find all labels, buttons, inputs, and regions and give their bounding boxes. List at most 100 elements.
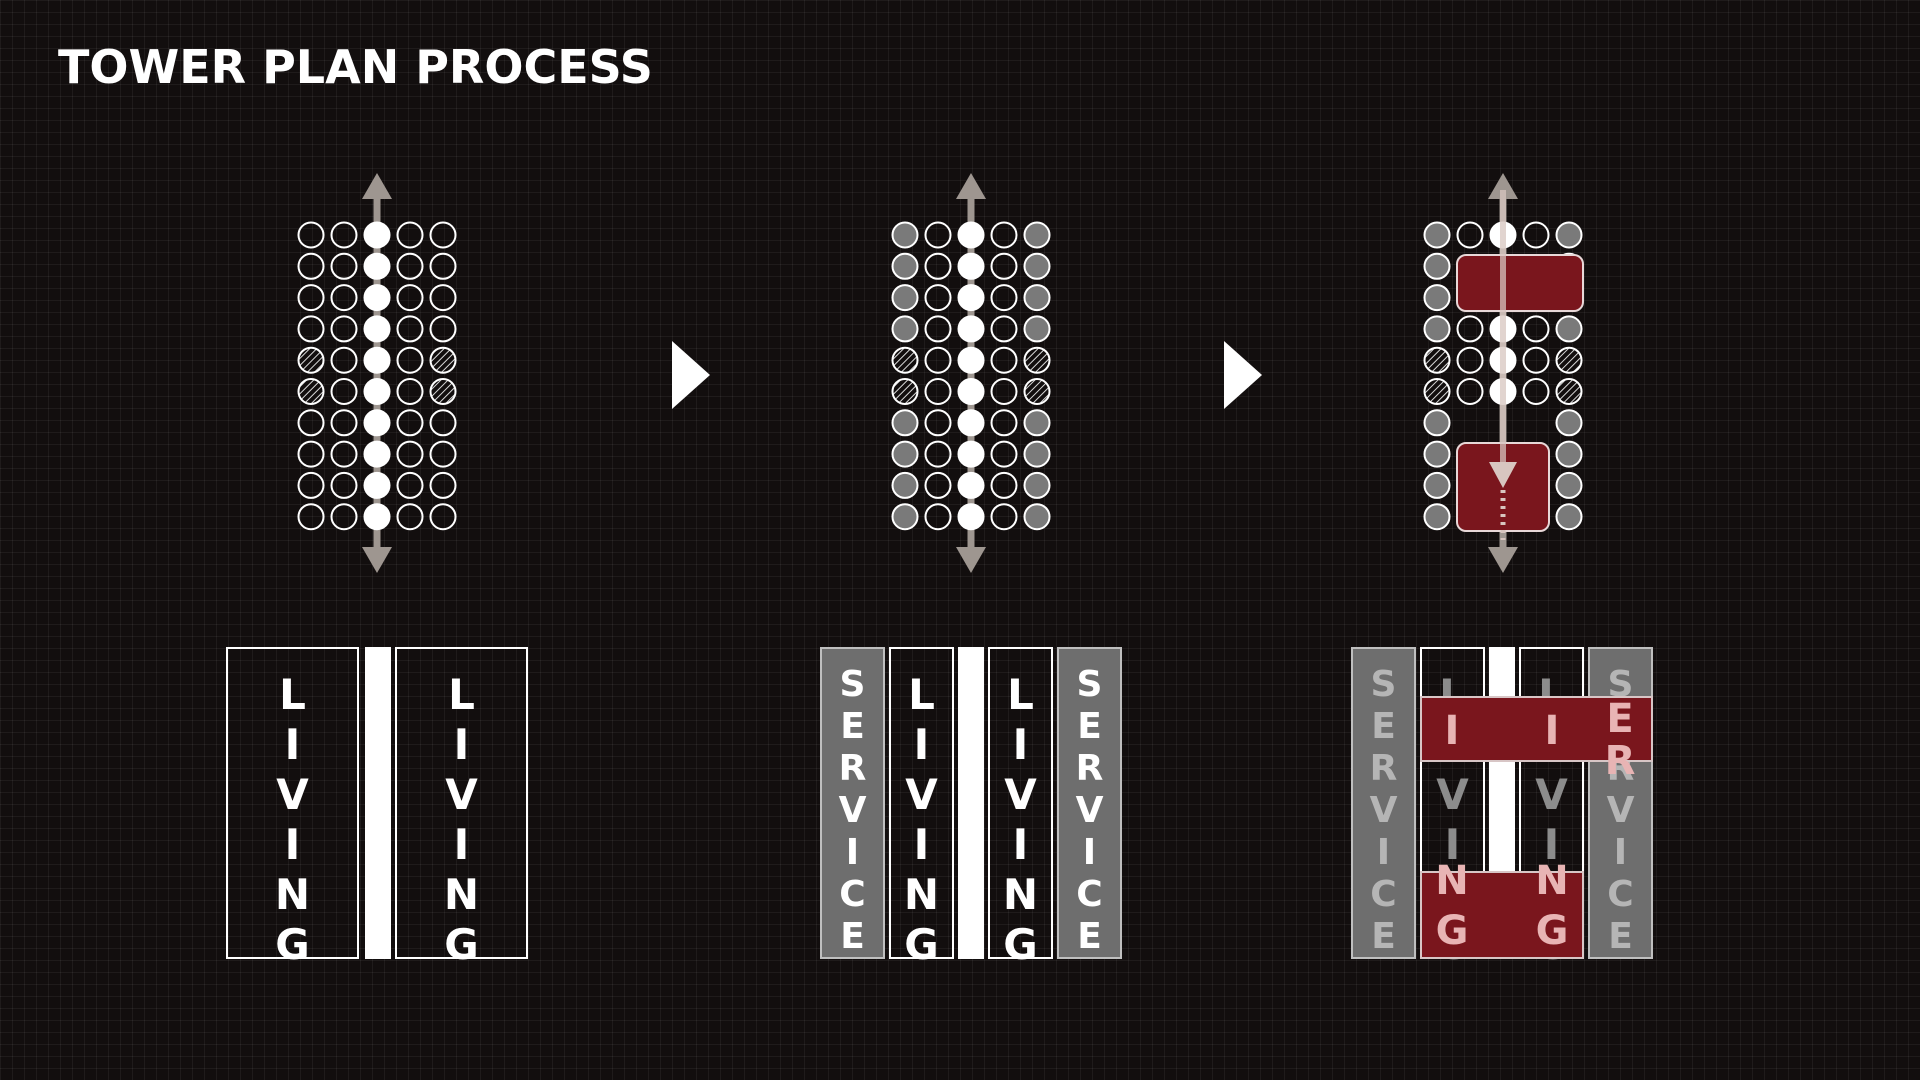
unit-dot-grid	[1423, 221, 1583, 531]
strip-letter: I	[914, 820, 930, 869]
unit-dot	[957, 346, 985, 374]
unit-dot	[1423, 346, 1451, 374]
unit-dot	[330, 284, 358, 312]
unit-dot	[396, 315, 424, 343]
strip-letter: I	[1614, 832, 1627, 873]
overlay-letter: I	[1545, 708, 1560, 754]
strip-letter: V	[1436, 770, 1469, 819]
unit-dot	[396, 409, 424, 437]
strip-letter: L	[908, 670, 935, 719]
strip-letter: E	[840, 916, 865, 957]
strip-letter: V	[1076, 790, 1104, 831]
strip-letter: C	[839, 874, 865, 915]
unit-dot	[1023, 252, 1051, 280]
strip-letter: V	[839, 790, 867, 831]
unit-dot	[1423, 471, 1451, 499]
unit-dot	[1023, 284, 1051, 312]
strip-letter: S	[1077, 664, 1103, 705]
play-arrow-icon	[672, 341, 710, 409]
strip-letter: E	[1608, 916, 1633, 957]
unit-dot	[1555, 503, 1583, 531]
living-strip	[226, 647, 359, 959]
unit-dot	[924, 440, 952, 468]
strip-letter: C	[1076, 874, 1102, 915]
strip-letter: I	[454, 720, 470, 769]
unit-dot	[924, 503, 952, 531]
unit-dot	[363, 503, 391, 531]
core-strip	[958, 647, 984, 959]
unit-dot	[330, 409, 358, 437]
unit-dot	[1522, 315, 1550, 343]
strip-letter: S	[1371, 664, 1397, 705]
unit-dot	[990, 409, 1018, 437]
unit-dot	[297, 378, 325, 405]
unit-dot	[891, 252, 919, 280]
overlay-letter: G	[1536, 908, 1569, 954]
unit-dot	[330, 252, 358, 280]
unit-dot	[1456, 315, 1484, 343]
unit-dot	[957, 471, 985, 499]
unit-dot	[396, 346, 424, 374]
unit-dot	[297, 440, 325, 468]
stage-1	[297, 173, 457, 573]
unit-dot	[429, 471, 457, 499]
unit-dot	[1423, 440, 1451, 468]
unit-dot	[363, 221, 391, 249]
unit-dot	[429, 503, 457, 531]
unit-dot	[1456, 378, 1484, 405]
unit-dot	[1023, 440, 1051, 468]
unit-dot	[891, 471, 919, 499]
unit-dot	[1423, 284, 1451, 312]
unit-dot	[891, 503, 919, 531]
unit-dot	[1456, 346, 1484, 374]
unit-dot	[957, 409, 985, 437]
unit-dot	[429, 252, 457, 280]
overlay-letter: G	[1436, 908, 1469, 954]
unit-dot	[1522, 221, 1550, 249]
strip-letter: I	[285, 820, 301, 869]
strip-letter: G	[904, 920, 938, 969]
unit-dot	[1555, 440, 1583, 468]
strip-letter: V	[1370, 790, 1398, 831]
unit-dot	[1555, 471, 1583, 499]
unit-dot	[1555, 315, 1583, 343]
unit-dot	[990, 503, 1018, 531]
strip-letter: R	[839, 748, 867, 789]
strip-letter: R	[1076, 748, 1104, 789]
strip-letter: I	[914, 720, 930, 769]
strip-letter: I	[846, 832, 859, 873]
unit-dot	[429, 221, 457, 249]
overlay-letter: R	[1605, 738, 1636, 784]
unit-dot	[330, 440, 358, 468]
unit-dot	[330, 221, 358, 249]
unit-dot	[396, 503, 424, 531]
strip-letter: N	[275, 870, 310, 919]
unit-dot	[891, 440, 919, 468]
unit-dot	[363, 284, 391, 312]
unit-dot	[1522, 346, 1550, 374]
strip-letter: E	[1371, 706, 1396, 747]
strip-letter: I	[1445, 820, 1461, 869]
unit-dot	[429, 284, 457, 312]
unit-dot	[363, 409, 391, 437]
strip-letter: I	[454, 820, 470, 869]
unit-dot	[990, 252, 1018, 280]
strip-letter: R	[1370, 748, 1398, 789]
unit-dot	[924, 315, 952, 343]
strip-letter: V	[905, 770, 938, 819]
unit-dot	[1555, 409, 1583, 437]
unit-dot	[1023, 503, 1051, 531]
strip-letter: N	[1003, 870, 1038, 919]
strip-letter: V	[1004, 770, 1037, 819]
strip-letter: I	[285, 720, 301, 769]
unit-dot	[924, 252, 952, 280]
unit-dot	[363, 315, 391, 343]
unit-dot	[297, 503, 325, 531]
unit-dot	[957, 315, 985, 343]
unit-dot	[1423, 409, 1451, 437]
strip-letter: I	[1377, 832, 1390, 873]
unit-dot	[990, 378, 1018, 405]
overlay-letter: N	[1535, 858, 1568, 904]
